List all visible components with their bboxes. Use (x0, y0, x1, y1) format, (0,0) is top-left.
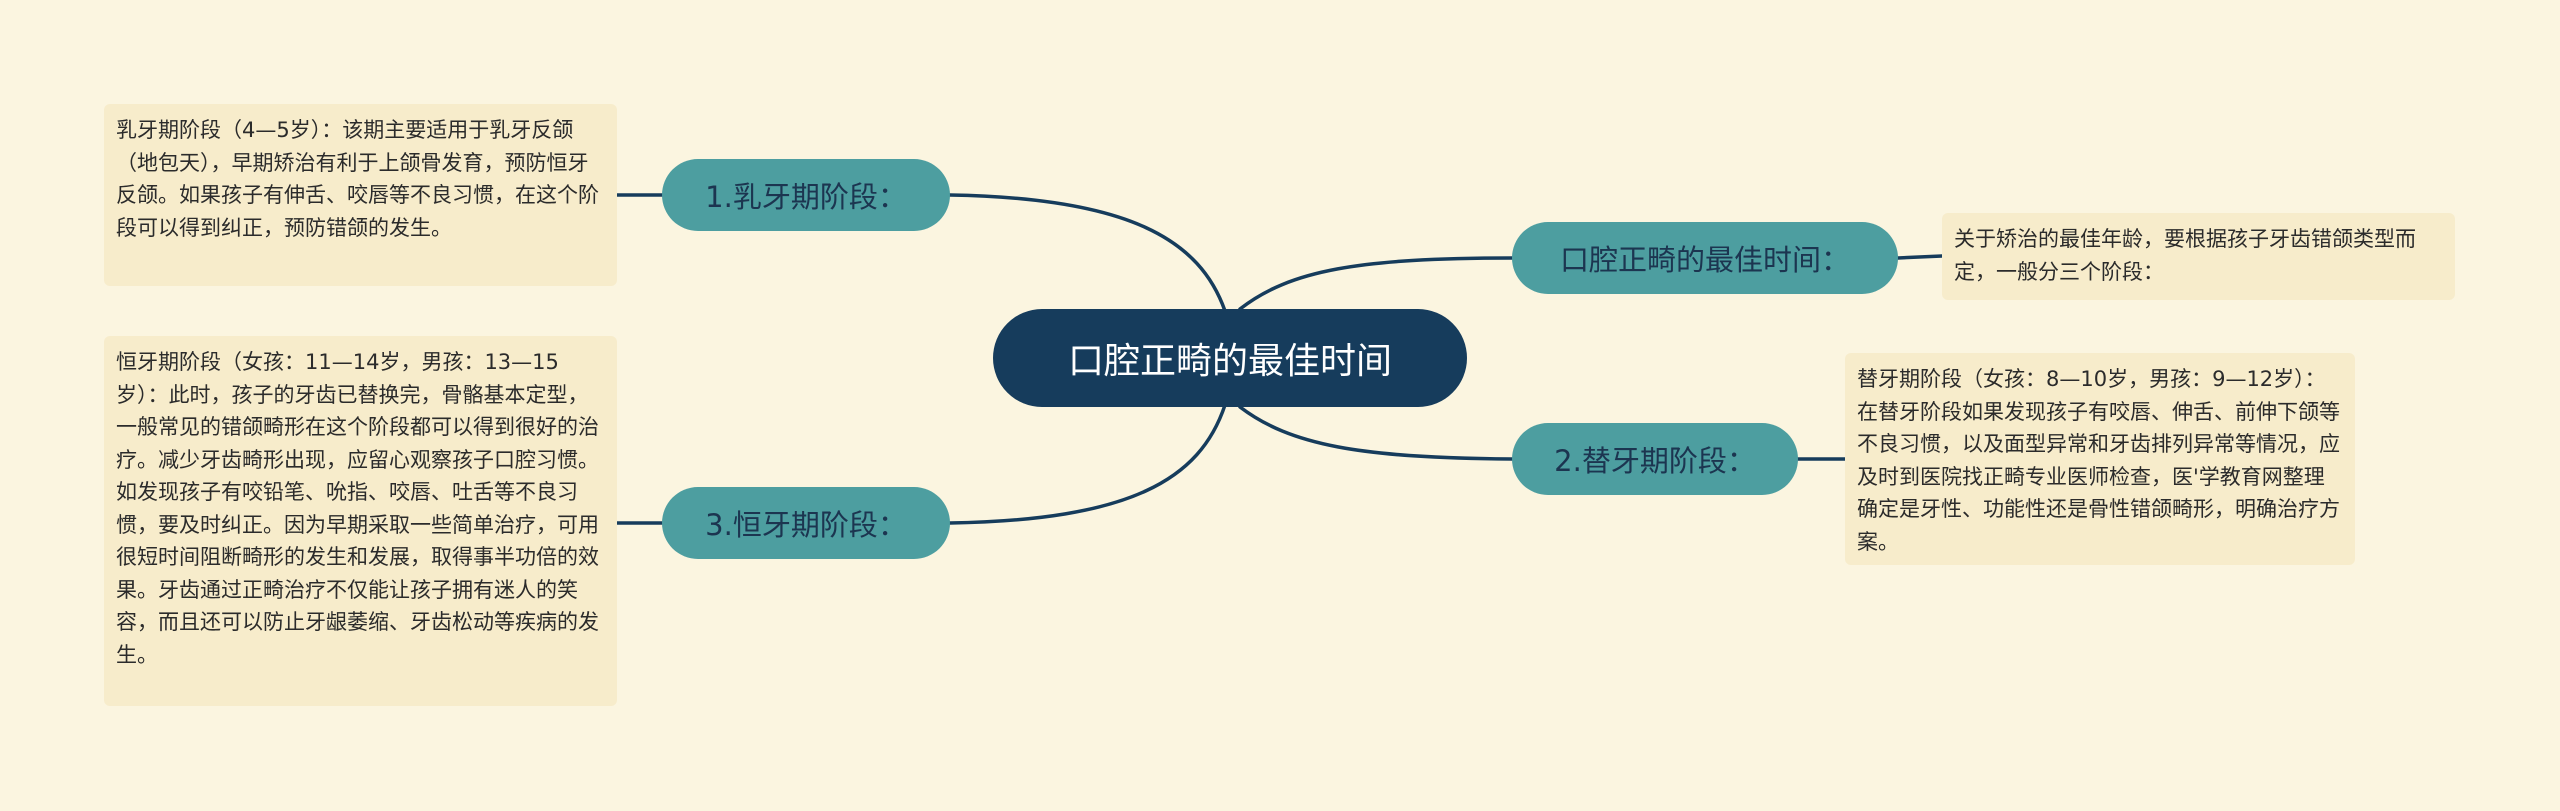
note-primary-teeth-stage: 乳牙期阶段（4—5岁）：该期主要适用于乳牙反颌（地包天），早期矫治有利于上颌骨发… (104, 104, 617, 286)
topic-best-time[interactable]: 口腔正畸的最佳时间： (1512, 222, 1898, 294)
connector-branch-2-note (1896, 254, 1944, 260)
central-topic[interactable]: 口腔正畸的最佳时间 (993, 309, 1467, 407)
note-permanent-teeth-stage: 恒牙期阶段（女孩：11—14岁，男孩：13—15岁）：此时，孩子的牙齿已替换完，… (104, 336, 617, 706)
connector-center-branch-2 (1238, 256, 1514, 311)
connector-center-branch-3 (1238, 405, 1514, 461)
note-best-time: 关于矫治的最佳年龄，要根据孩子牙齿错颌类型而定，一般分三个阶段： (1942, 213, 2455, 300)
connector-center-branch-4 (948, 403, 1227, 525)
note-mixed-dentition-stage: 替牙期阶段（女孩：8—10岁，男孩：9—12岁）：在替牙阶段如果发现孩子有咬唇、… (1845, 353, 2355, 565)
topic-primary-teeth-stage[interactable]: 1.乳牙期阶段： (662, 159, 950, 231)
topic-mixed-dentition-stage[interactable]: 2.替牙期阶段： (1512, 423, 1798, 495)
topic-permanent-teeth-stage[interactable]: 3.恒牙期阶段： (662, 487, 950, 559)
connector-center-branch-1 (948, 193, 1227, 313)
